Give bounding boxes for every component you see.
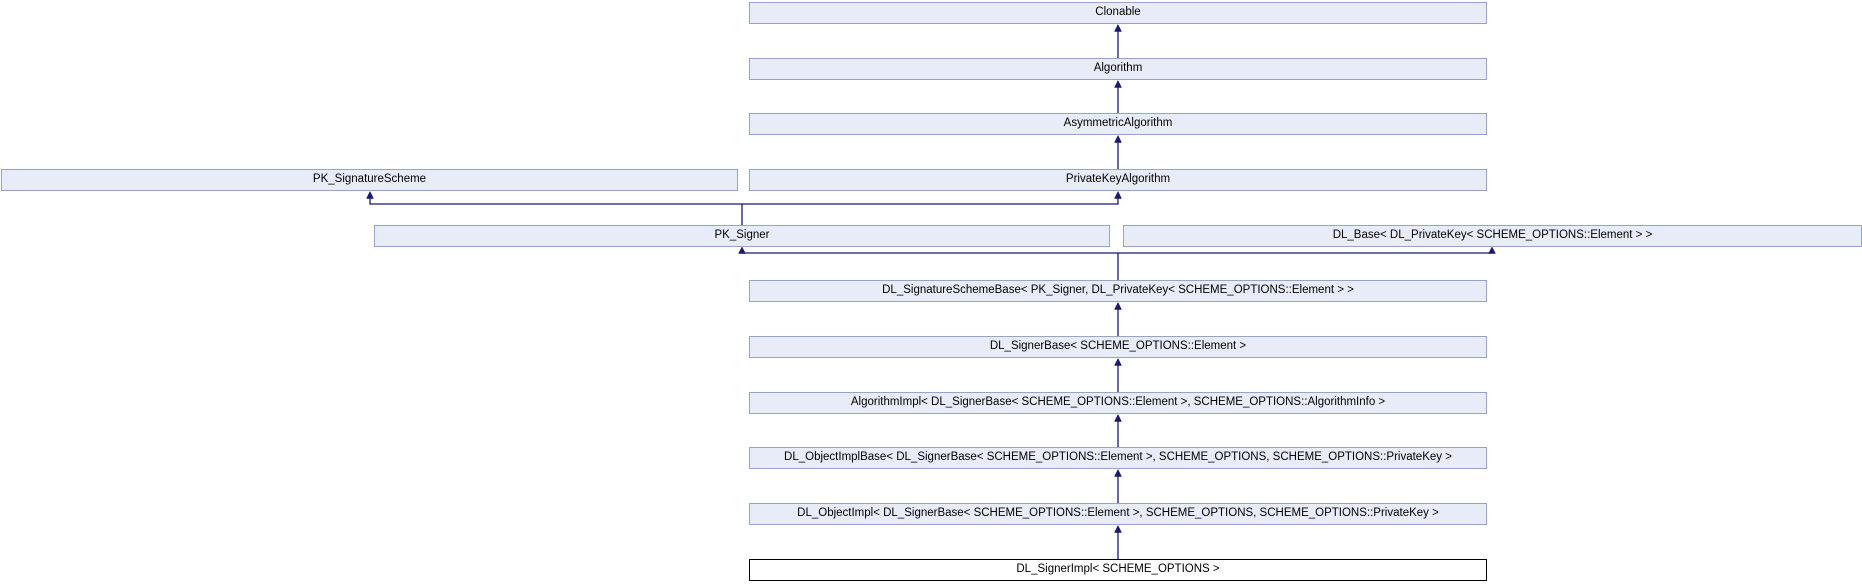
node-dl-object-impl-base[interactable]: DL_ObjectImplBase< DL_SignerBase< SCHEME…: [749, 447, 1487, 469]
node-dl-signer-base[interactable]: DL_SignerBase< SCHEME_OPTIONS::Element >: [749, 336, 1487, 358]
node-asymmetric-algorithm[interactable]: AsymmetricAlgorithm: [749, 113, 1487, 135]
edge-dl-object-impl-base-to-algorithm-impl: [1114, 413, 1122, 447]
node-dl-signature-scheme-base[interactable]: DL_SignatureSchemeBase< PK_Signer, DL_Pr…: [749, 280, 1487, 302]
node-private-key-algorithm[interactable]: PrivateKeyAlgorithm: [749, 169, 1487, 191]
node-pk-signer[interactable]: PK_Signer: [374, 225, 1110, 247]
edge-dl-object-impl-to-dl-object-impl-base: [1114, 468, 1122, 503]
edge-algorithm-to-clonable: [1114, 23, 1122, 58]
node-algorithm-impl[interactable]: AlgorithmImpl< DL_SignerBase< SCHEME_OPT…: [749, 392, 1487, 414]
edge-dl-signature-scheme-base-to-pk-signer: [738, 246, 1119, 280]
node-dl-signer-impl-current: DL_SignerImpl< SCHEME_OPTIONS >: [749, 559, 1487, 581]
edge-dl-signer-base-to-dl-signature-scheme-base: [1114, 301, 1122, 336]
node-algorithm[interactable]: Algorithm: [749, 58, 1487, 80]
node-dl-base[interactable]: DL_Base< DL_PrivateKey< SCHEME_OPTIONS::…: [1123, 225, 1862, 247]
edge-private-key-algorithm-to-asymmetric-algorithm: [1114, 134, 1122, 169]
edge-pk-signer-to-private-key-algorithm: [742, 190, 1122, 205]
node-pk-signature-scheme[interactable]: PK_SignatureScheme: [1, 169, 738, 191]
edge-dl-signature-scheme-base-to-dl-base: [1118, 246, 1496, 254]
node-clonable[interactable]: Clonable: [749, 2, 1487, 24]
edge-asymmetric-algorithm-to-algorithm: [1114, 79, 1122, 113]
edge-dl-signer-impl-to-dl-object-impl: [1114, 524, 1122, 559]
edge-pk-signer-to-pk-signature-scheme: [366, 190, 743, 225]
node-dl-object-impl[interactable]: DL_ObjectImpl< DL_SignerBase< SCHEME_OPT…: [749, 503, 1487, 525]
edge-algorithm-impl-to-dl-signer-base: [1114, 357, 1122, 392]
